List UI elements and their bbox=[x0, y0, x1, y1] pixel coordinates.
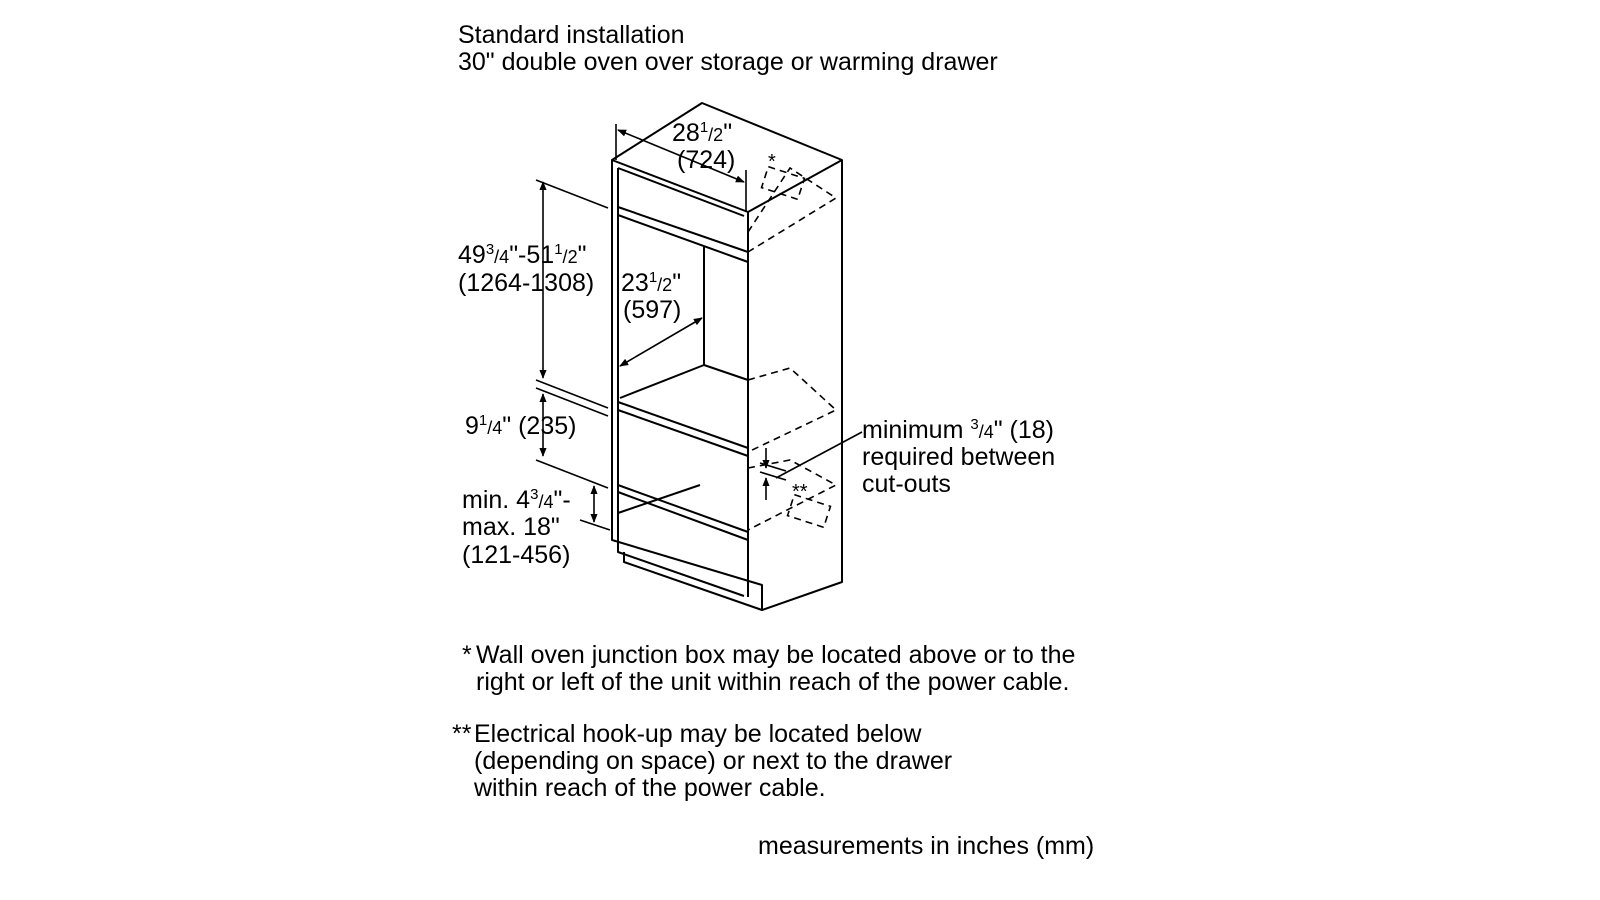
height-label: 493/4"-511/2" bbox=[458, 241, 587, 269]
drawer-outline bbox=[617, 484, 749, 533]
hidden-line-low bbox=[747, 459, 838, 531]
width-label: 281/2" bbox=[672, 119, 733, 147]
opening-frame bbox=[617, 168, 745, 597]
gap-extension-b bbox=[759, 471, 787, 481]
title-line-1: Standard installation bbox=[458, 21, 685, 49]
gap-label-line-1: minimum 3/4" (18) bbox=[862, 416, 1054, 444]
width-mm-label: (724) bbox=[677, 146, 736, 174]
floor-max-label: max. 18" bbox=[462, 513, 560, 541]
junction-box-bottom bbox=[786, 493, 832, 529]
gap-label-line-3: cut-outs bbox=[862, 470, 951, 498]
units-note: measurements in inches (mm) bbox=[758, 832, 1095, 860]
width-dimension-arrow bbox=[617, 129, 745, 183]
hidden-line-top bbox=[747, 166, 838, 253]
note-2-line-2: (depending on space) or next to the draw… bbox=[474, 747, 953, 775]
note-2-line-3: within reach of the power cable. bbox=[474, 774, 826, 802]
height-mm-label: (1264-1308) bbox=[458, 269, 595, 297]
note-1-line-2: right or left of the unit within reach o… bbox=[476, 668, 1070, 696]
gap-label-line-2: required between bbox=[862, 443, 1056, 471]
drawer-extension-bottom bbox=[535, 459, 609, 489]
depth-dimension-arrow bbox=[619, 317, 703, 367]
double-asterisk-marker: ** bbox=[792, 481, 808, 503]
junction-box-top bbox=[760, 165, 806, 201]
floor-extension bbox=[579, 519, 611, 531]
floor-min-label: min. 43/4"- bbox=[462, 486, 571, 514]
gap-leader bbox=[775, 431, 863, 479]
toe-kick bbox=[623, 552, 763, 611]
shelf bbox=[617, 401, 749, 449]
depth-mm-label: (597) bbox=[623, 296, 682, 324]
cabinet-outline bbox=[611, 102, 843, 611]
note-1-mark: * bbox=[462, 641, 472, 669]
note-2-mark: ** bbox=[452, 720, 472, 748]
hidden-line-mid bbox=[747, 367, 838, 453]
drawer-height-label: 91/4" (235) bbox=[465, 412, 577, 440]
title-line-2: 30" double oven over storage or warming … bbox=[458, 48, 998, 76]
gap-extension-a bbox=[759, 462, 787, 472]
note-2-line-1: Electrical hook-up may be located below bbox=[474, 720, 922, 748]
height-extension-bottom bbox=[535, 379, 609, 409]
note-1-line-1: Wall oven junction box may be located ab… bbox=[476, 641, 1076, 669]
drawer-extension-top bbox=[535, 387, 609, 417]
floor-mm-label: (121-456) bbox=[462, 541, 571, 569]
height-extension-top bbox=[535, 179, 609, 209]
depth-label: 231/2" bbox=[621, 269, 682, 297]
single-asterisk-marker: * bbox=[768, 151, 776, 173]
